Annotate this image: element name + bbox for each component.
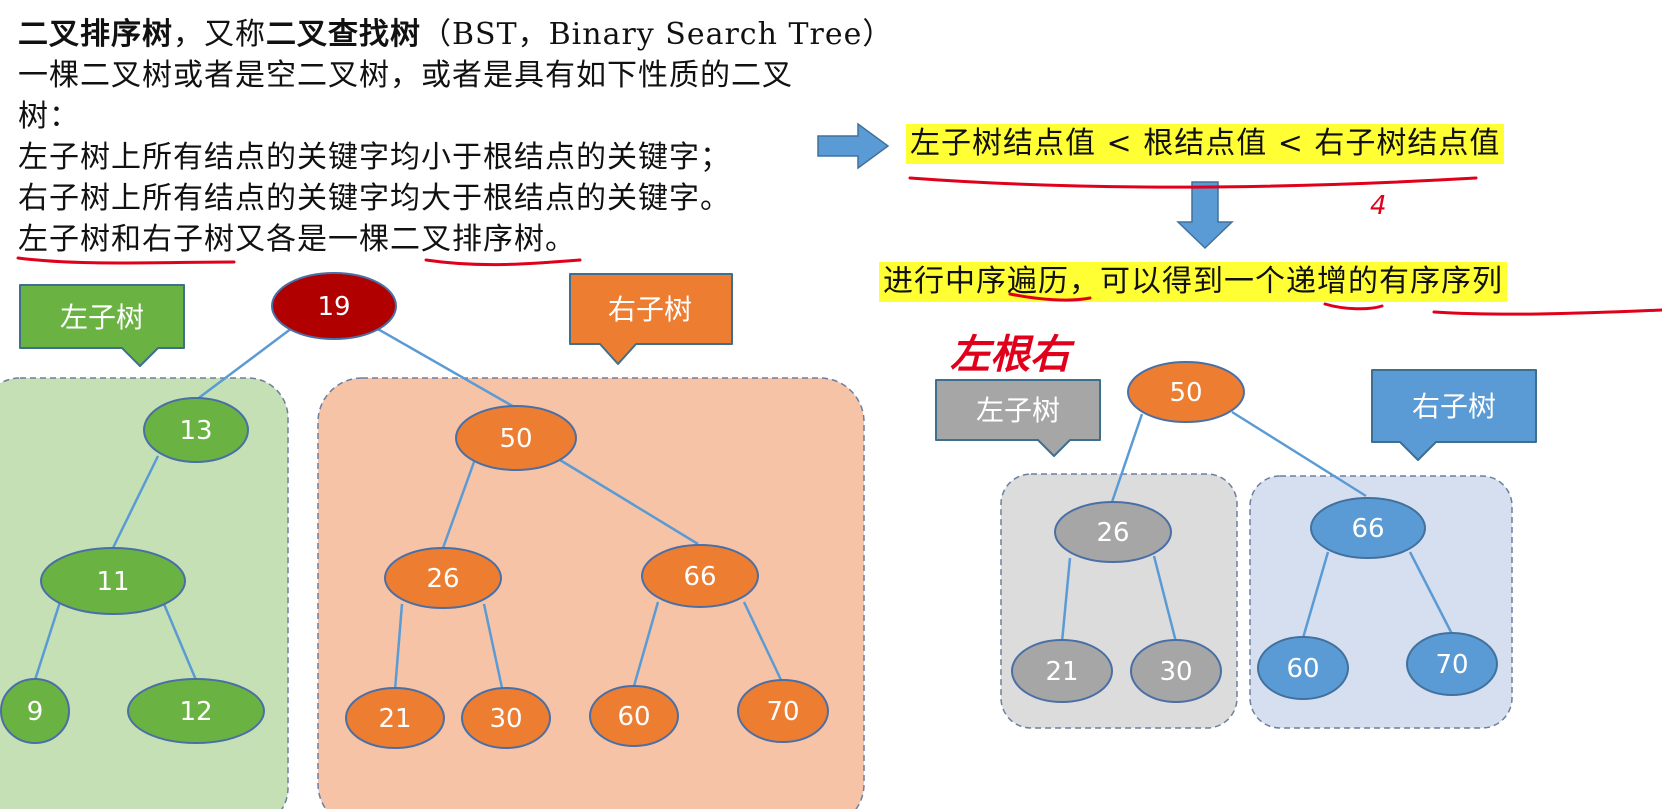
tree-node: 11 bbox=[40, 547, 186, 615]
underline-sequence bbox=[1432, 308, 1662, 316]
svg-text:60: 60 bbox=[617, 702, 650, 732]
svg-text:12: 12 bbox=[179, 697, 212, 727]
tree-node: 50 bbox=[455, 405, 577, 471]
tree-node: 70 bbox=[1406, 632, 1498, 696]
svg-text:60: 60 bbox=[1286, 654, 1319, 684]
tree-node: 60 bbox=[589, 685, 679, 747]
svg-text:21: 21 bbox=[1045, 657, 1078, 687]
right-subtree-callout: 右子树 bbox=[569, 273, 733, 365]
svg-text:70: 70 bbox=[1435, 650, 1468, 680]
svg-text:26: 26 bbox=[1096, 518, 1129, 548]
left-subtree-callout-label: 左子树 bbox=[60, 301, 144, 334]
tree-node: 30 bbox=[461, 687, 551, 749]
svg-text:70: 70 bbox=[766, 697, 799, 727]
down-arrow-icon bbox=[1176, 181, 1234, 250]
left-subtree-callout: 左子树 bbox=[19, 284, 185, 367]
underline-bst bbox=[424, 258, 582, 267]
tree-node: 26 bbox=[1054, 501, 1172, 563]
right-tree-edges bbox=[1060, 410, 1454, 643]
tree-node: 70 bbox=[737, 679, 829, 743]
bst-property-highlight: 左子树结点值 < 根结点值 < 右子树结点值 bbox=[906, 124, 1505, 164]
underline-subtrees bbox=[16, 256, 236, 265]
right-tree-left-callout: 左子树 bbox=[935, 379, 1101, 457]
svg-text:66: 66 bbox=[1351, 514, 1384, 544]
svg-text:11: 11 bbox=[96, 567, 129, 597]
definition-title: 二叉排序树，又称二叉查找树（BST，Binary Search Tree） bbox=[18, 17, 894, 52]
svg-text:30: 30 bbox=[489, 704, 522, 734]
tree-node: 19 bbox=[271, 272, 397, 340]
tree-node: 60 bbox=[1257, 636, 1349, 700]
underline-traversal bbox=[1008, 292, 1092, 302]
right-subtree-callout-label: 右子树 bbox=[608, 293, 692, 326]
right-tree-right-callout-label: 右子树 bbox=[1412, 390, 1496, 423]
tree-node: 30 bbox=[1130, 639, 1222, 703]
tree-node: 13 bbox=[143, 397, 249, 463]
red-annotations bbox=[16, 176, 1662, 316]
svg-text:30: 30 bbox=[1159, 657, 1192, 687]
svg-text:50: 50 bbox=[1169, 378, 1202, 408]
inorder-highlight: 进行中序遍历，可以得到一个递增的有序序列 bbox=[879, 262, 1507, 302]
right-tree-left-callout-label: 左子树 bbox=[976, 394, 1060, 427]
svg-text:26: 26 bbox=[426, 564, 459, 594]
tree-node: 66 bbox=[641, 544, 759, 608]
tree-node: 21 bbox=[345, 687, 445, 749]
left-tree-edges bbox=[33, 326, 784, 691]
tree-node: 66 bbox=[1310, 497, 1426, 559]
definition-line-6: 左子树和右子树又各是一棵二叉排序树。 bbox=[18, 222, 576, 257]
right-tree-right-callout: 右子树 bbox=[1371, 369, 1537, 461]
handwritten-note: 左根右 bbox=[950, 331, 1075, 378]
definition-line-3: 树： bbox=[18, 99, 80, 134]
handwritten-digit: 4 bbox=[1370, 191, 1387, 221]
svg-text:13: 13 bbox=[179, 416, 212, 446]
svg-text:19: 19 bbox=[317, 292, 350, 322]
svg-text:21: 21 bbox=[378, 704, 411, 734]
right-arrow-icon bbox=[817, 122, 890, 170]
svg-text:9: 9 bbox=[27, 697, 44, 727]
definition-line-4: 左子树上所有结点的关键字均小于根结点的关键字； bbox=[18, 140, 731, 175]
right-subtree-region bbox=[317, 377, 865, 809]
definition-line-2: 一棵二叉树或者是空二叉树，或者是具有如下性质的二叉 bbox=[18, 58, 793, 93]
underline-increasing bbox=[1323, 302, 1384, 311]
definition-text: 二叉排序树，又称二叉查找树（BST，Binary Search Tree） 一棵… bbox=[18, 14, 918, 260]
definition-line-5: 右子树上所有结点的关键字均大于根结点的关键字。 bbox=[18, 181, 731, 216]
svg-text:66: 66 bbox=[683, 562, 716, 592]
tree-node: 50 bbox=[1127, 361, 1245, 423]
tree-node: 12 bbox=[127, 678, 265, 744]
underline-property bbox=[908, 176, 1478, 189]
tree-node: 26 bbox=[384, 547, 502, 609]
svg-text:50: 50 bbox=[499, 424, 532, 454]
tree-node: 9 bbox=[0, 678, 70, 744]
tree-node: 21 bbox=[1011, 639, 1113, 703]
